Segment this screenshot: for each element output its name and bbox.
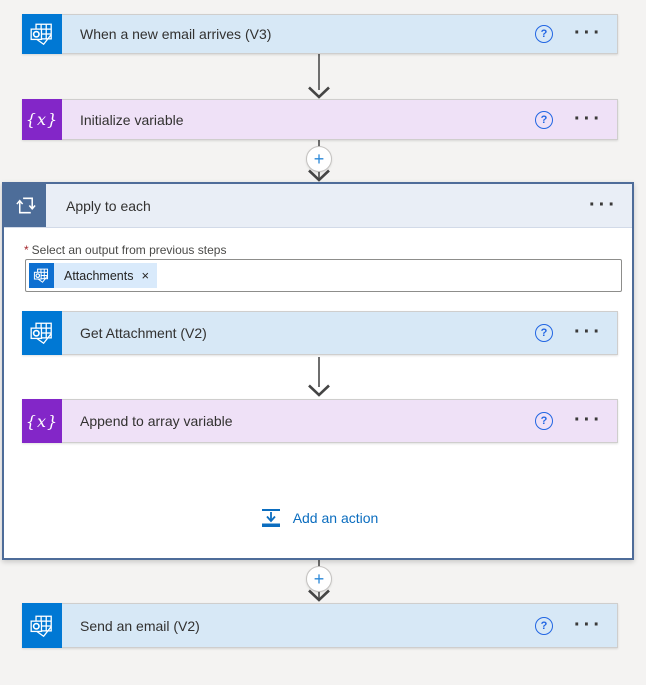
append-to-array-variable-card[interactable]: {x} Append to array variable ? ···	[22, 399, 618, 443]
attachments-token[interactable]: Attachments ×	[29, 263, 158, 288]
apply-to-each-header[interactable]: Apply to each ···	[4, 184, 632, 228]
get-attachment-card[interactable]: Get Attachment (V2) ? ···	[22, 311, 618, 355]
token-label: Attachments	[64, 268, 134, 283]
add-action-button[interactable]: Add an action	[4, 505, 632, 531]
arrow-down-icon	[308, 384, 330, 397]
remove-token-icon[interactable]: ×	[141, 268, 150, 283]
connector-line	[318, 54, 320, 90]
for-each-loop-icon	[4, 184, 46, 227]
card-title: Send an email (V2)	[80, 617, 200, 634]
card-title: Append to array variable	[80, 413, 233, 429]
output-selection-input[interactable]: Attachments ×	[25, 259, 622, 292]
add-action-label: Add an action	[292, 510, 379, 526]
connector-line	[318, 357, 320, 387]
outlook-icon	[22, 311, 62, 355]
more-options-icon[interactable]: ···	[589, 193, 618, 216]
more-options-icon[interactable]: ···	[574, 409, 603, 431]
insert-step-button[interactable]: +	[306, 146, 332, 172]
outlook-icon	[22, 14, 62, 54]
variable-icon: {x}	[22, 99, 62, 140]
help-icon[interactable]: ?	[535, 616, 554, 635]
apply-to-each-scope: Apply to each ··· *Select an output from…	[2, 182, 634, 560]
send-email-card[interactable]: Send an email (V2) ? ···	[22, 603, 618, 648]
variable-icon: {x}	[22, 399, 62, 443]
initialize-variable-card[interactable]: {x} Initialize variable ? ···	[22, 99, 618, 140]
required-asterisk: *	[24, 243, 29, 257]
more-options-icon[interactable]: ···	[574, 22, 603, 44]
card-title: Get Attachment (V2)	[80, 325, 207, 341]
more-options-icon[interactable]: ···	[574, 321, 603, 343]
outlook-icon	[29, 263, 54, 288]
arrow-down-icon	[308, 169, 330, 182]
insert-step-button[interactable]: +	[306, 566, 332, 592]
help-icon[interactable]: ?	[535, 25, 554, 43]
card-title: Initialize variable	[80, 111, 184, 128]
arrow-down-icon	[308, 86, 330, 99]
help-icon[interactable]: ?	[535, 412, 554, 430]
help-icon[interactable]: ?	[535, 110, 554, 129]
help-icon[interactable]: ?	[535, 324, 554, 342]
more-options-icon[interactable]: ···	[574, 107, 603, 130]
output-field-label: *Select an output from previous steps	[24, 243, 227, 257]
scope-title: Apply to each	[66, 197, 151, 214]
trigger-card-when-new-email-arrives[interactable]: When a new email arrives (V3) ? ···	[22, 14, 618, 54]
outlook-icon	[22, 603, 62, 648]
card-title: When a new email arrives (V3)	[80, 26, 272, 42]
add-action-icon	[261, 509, 280, 527]
arrow-down-icon	[308, 589, 330, 602]
more-options-icon[interactable]: ···	[574, 613, 603, 636]
